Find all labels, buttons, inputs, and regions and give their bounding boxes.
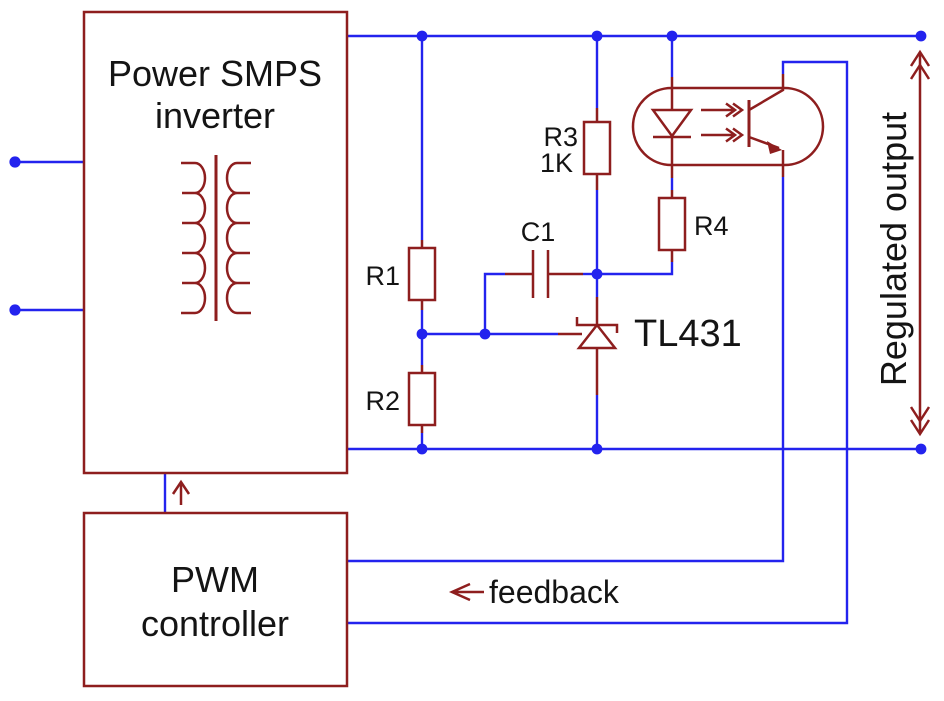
pwm-controller-block: PWM controller — [82, 511, 349, 688]
tl431-shunt-regulator: TL431 — [558, 297, 742, 395]
opto-transistor-collector — [748, 74, 785, 112]
regulated-output-annotation: Regulated output — [873, 49, 931, 437]
collector-feedback-wire — [347, 60, 849, 625]
r4-bottom-wire — [597, 262, 674, 276]
smps-block-outline — [82, 10, 349, 475]
smps-title-line2: inverter — [155, 95, 275, 136]
junction-divider-tap — [416, 328, 428, 340]
light-arrow-top — [701, 102, 745, 118]
r1-body — [407, 246, 437, 302]
smps-inverter-block: Power SMPS inverter — [82, 10, 349, 475]
tl431-label: TL431 — [634, 313, 742, 355]
r3-label: R3 — [543, 122, 578, 152]
regulated-output-arrowhead-top — [909, 49, 931, 80]
junction-tl431-cathode — [591, 268, 603, 280]
light-arrow-bottom — [701, 127, 745, 143]
junction-r1-top — [416, 30, 428, 42]
junction-ref-node — [479, 328, 491, 340]
transformer-primary-winding — [181, 161, 207, 315]
junction-dots — [9, 30, 927, 455]
r4-body — [657, 196, 687, 252]
opto-led-triangle — [650, 108, 694, 139]
feedback-label: feedback — [489, 574, 620, 610]
r3-value-label: 1K — [540, 148, 573, 178]
resistor-r2: R2 — [365, 365, 437, 433]
resistor-r4: R4 — [657, 190, 729, 262]
resistor-r1: R1 — [365, 240, 437, 310]
wires — [15, 34, 921, 625]
tl431-triangle — [576, 322, 618, 350]
pwm-title-line1: PWM — [171, 559, 259, 600]
pwm-title-line2: controller — [141, 603, 289, 644]
opto-emitter-arrowhead — [767, 141, 782, 154]
capacitor-c1: C1 — [505, 217, 583, 298]
optocoupler-outline — [631, 86, 825, 167]
r2-label: R2 — [365, 386, 400, 416]
junction-tl431-anode — [591, 443, 603, 455]
feedback-arrow-icon — [448, 582, 484, 602]
drive-up-arrow-icon — [171, 479, 191, 505]
smps-title-line1: Power SMPS — [108, 53, 322, 94]
input-terminal-top — [9, 156, 21, 168]
output-terminal-return — [915, 443, 927, 455]
r1-label: R1 — [365, 261, 400, 291]
input-terminal-bottom — [9, 304, 21, 316]
junction-r2-bottom — [416, 443, 428, 455]
r3-body — [582, 120, 612, 176]
junction-r3-top — [591, 30, 603, 42]
transformer-secondary-winding — [225, 161, 251, 315]
optocoupler-icon — [631, 74, 825, 178]
resistor-r3: R3 1K — [540, 108, 612, 190]
drive-arrow-head — [171, 479, 191, 495]
output-terminal-positive — [915, 30, 927, 42]
c1-label: C1 — [521, 217, 556, 247]
emitter-feedback-wire — [347, 177, 785, 563]
junction-led-top — [666, 30, 678, 42]
pwm-block-outline — [82, 511, 349, 688]
opto-light-arrows-icon — [701, 102, 745, 143]
transformer-icon — [181, 155, 251, 321]
regulated-output-label: Regulated output — [873, 112, 914, 386]
regulated-output-arrowhead-bottom — [909, 406, 931, 437]
r2-body — [407, 371, 437, 427]
r4-label: R4 — [694, 211, 729, 241]
feedback-annotation: feedback — [448, 574, 620, 610]
c1-plates — [531, 250, 550, 298]
c1-left-wire — [483, 272, 505, 334]
